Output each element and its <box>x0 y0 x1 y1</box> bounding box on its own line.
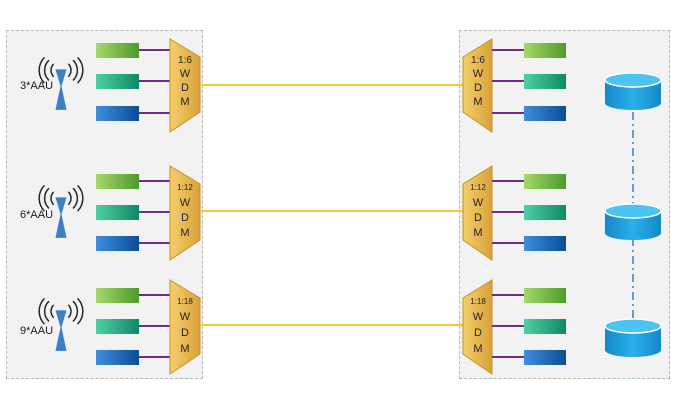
optical-module-blue <box>96 236 139 251</box>
site-label-3: 9*AAU <box>20 325 54 337</box>
mux-letter-w: W <box>180 197 191 209</box>
antenna-icon <box>38 184 84 239</box>
mux-letter-w: W <box>180 311 191 323</box>
wdm-mux-left <box>169 279 201 375</box>
wdm-mux-right <box>462 38 493 133</box>
optical-module-green <box>524 174 566 189</box>
mux-ratio: 1:18 <box>177 297 193 306</box>
mux-letter-m: M <box>180 96 189 108</box>
mux-letter-w: W <box>473 311 484 323</box>
mux-ratio: 1:6 <box>178 55 192 66</box>
mux-letter-w: W <box>473 197 484 209</box>
optical-module-blue <box>96 350 139 365</box>
mux-letter-m: M <box>180 343 189 355</box>
optical-module-blue <box>524 350 566 365</box>
cylinder-icon <box>604 203 662 240</box>
right-modules <box>492 174 566 251</box>
optical-module-blue <box>96 106 139 121</box>
site-label-2: 6*AAU <box>20 209 54 221</box>
mux-ratio: 1:6 <box>471 55 485 66</box>
mux-letter-m: M <box>180 227 189 239</box>
optical-module-blue <box>524 236 566 251</box>
mux-letter-w: W <box>180 68 191 80</box>
mux-letter-d: D <box>181 82 189 94</box>
bbu-stack <box>604 72 662 357</box>
mux-letter-m: M <box>473 96 482 108</box>
optical-module-green <box>96 174 139 189</box>
right-modules <box>492 43 566 121</box>
group-3: 1:18 W D M 1:18 W D M <box>38 279 566 375</box>
left-modules <box>96 174 172 251</box>
optical-module-teal <box>524 205 566 220</box>
right-modules <box>492 288 566 365</box>
site-label-1: 3*AAU <box>20 80 54 92</box>
optical-module-blue <box>524 106 566 121</box>
optical-module-teal <box>524 74 566 89</box>
optical-module-teal <box>524 319 566 334</box>
optical-module-teal <box>96 205 139 220</box>
mux-ratio: 1:18 <box>470 297 486 306</box>
left-modules <box>96 288 172 365</box>
group-1: 1:6 W D M 1:6 W D M <box>38 38 566 133</box>
optical-module-green <box>96 43 139 58</box>
optical-module-green <box>524 288 566 303</box>
wdm-mux-right <box>462 279 493 375</box>
mux-letter-d: D <box>181 212 189 224</box>
cylinder-icon <box>604 318 662 357</box>
mux-letter-d: D <box>181 327 189 339</box>
antenna-icon <box>38 56 84 111</box>
antenna-icon <box>38 297 84 352</box>
optical-module-teal <box>96 74 139 89</box>
cylinder-icon <box>604 72 662 110</box>
optical-module-green <box>96 288 139 303</box>
wdm-mux-left <box>169 165 201 261</box>
mux-letter-d: D <box>474 212 482 224</box>
wdm-mux-left <box>169 38 201 133</box>
mux-letter-m: M <box>473 227 482 239</box>
mux-letter-d: D <box>474 327 482 339</box>
mux-letter-d: D <box>474 82 482 94</box>
group-2: 1:12 W D M 1:12 W D M <box>38 165 566 261</box>
mux-letter-w: W <box>473 68 484 80</box>
mux-ratio: 1:12 <box>470 183 486 192</box>
mux-letter-m: M <box>473 343 482 355</box>
wdm-mux-right <box>462 165 493 261</box>
left-modules <box>96 43 172 121</box>
mux-ratio: 1:12 <box>177 183 193 192</box>
optical-module-teal <box>96 319 139 334</box>
optical-module-green <box>524 43 566 58</box>
